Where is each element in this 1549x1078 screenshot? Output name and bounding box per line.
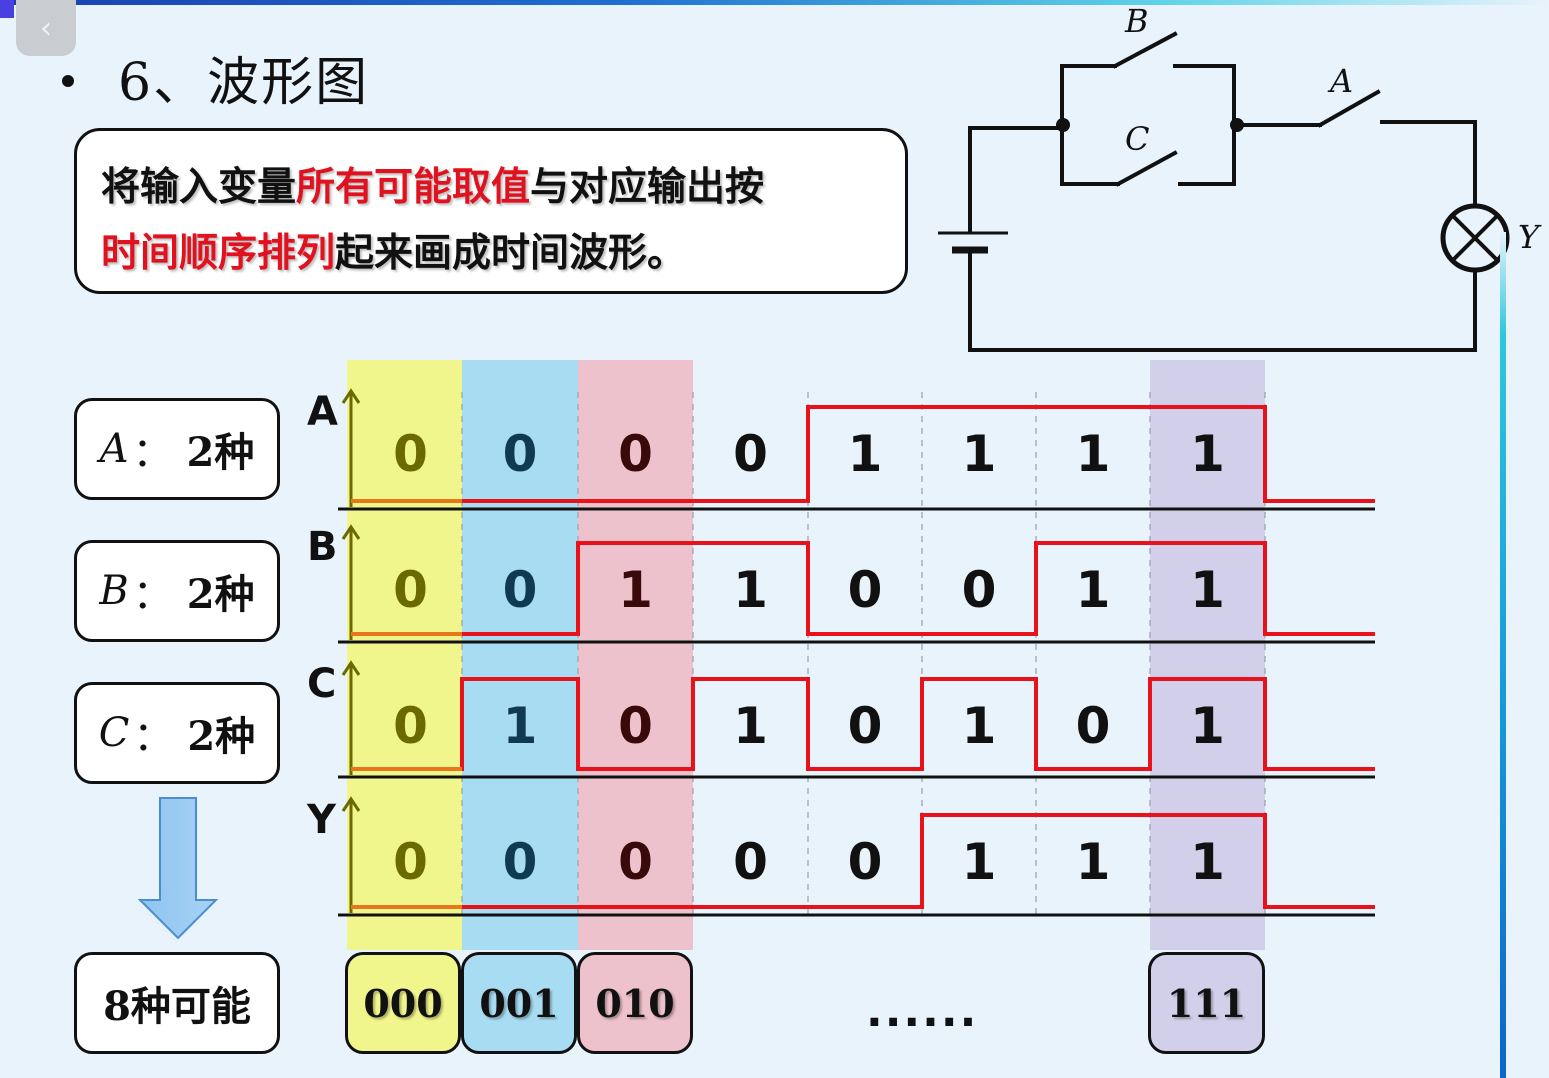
chevron-left-icon: ‹ — [40, 10, 52, 46]
variable-box-a: A： 2种 — [74, 398, 280, 500]
definition-line-2: 时间顺序排列起来画成时间波形。 — [101, 221, 905, 287]
bit-value: 1 — [1190, 697, 1225, 755]
switch-c-lever — [1115, 150, 1178, 187]
switch-c-label: C — [1125, 120, 1149, 158]
code-label: 111 — [1166, 980, 1247, 1026]
bit-value: 0 — [503, 425, 538, 483]
definition-text: 与对应输出按 — [530, 165, 765, 210]
axis-arrow-icon — [341, 660, 361, 676]
variable-sep: ： — [133, 714, 174, 760]
bit-value: 1 — [1076, 561, 1111, 619]
code-box-010: 010 — [577, 952, 693, 1054]
switch-a-label: A — [1327, 62, 1353, 100]
axis-arrow-icon — [341, 388, 361, 404]
bit-value: 1 — [962, 697, 997, 755]
bit-value: 0 — [618, 425, 653, 483]
bit-value: 0 — [848, 697, 883, 755]
switch-a-lever — [1317, 89, 1381, 128]
bit-value: 1 — [962, 833, 997, 891]
switch-b-lever — [1112, 31, 1178, 69]
signal-label-y: Y — [306, 797, 337, 843]
top-corner-accent — [0, 0, 14, 18]
bit-value: 1 — [962, 425, 997, 483]
down-arrow-icon — [138, 797, 218, 940]
highlight-column — [347, 360, 462, 950]
bit-value: 1 — [733, 697, 768, 755]
bit-value: 0 — [393, 833, 428, 891]
waveform-trace-y — [351, 813, 1375, 909]
bit-value: 0 — [848, 833, 883, 891]
code-box-111: 111 — [1148, 952, 1265, 1054]
bit-value: 0 — [393, 697, 428, 755]
bit-value: 0 — [618, 697, 653, 755]
signal-label-b: B — [307, 524, 338, 570]
variable-count: 2种 — [187, 713, 256, 760]
waveform-trace-c — [351, 677, 1375, 771]
circuit-diagram: B C A Y — [938, 2, 1542, 352]
bit-value: 1 — [848, 425, 883, 483]
bit-value: 0 — [848, 561, 883, 619]
waveform-trace-b — [351, 541, 1375, 636]
definition-text: 将输入变量 — [101, 165, 297, 210]
definition-line-1: 将输入变量所有可能取值与对应输出按 — [101, 155, 905, 221]
signal-label-c: C — [307, 661, 336, 707]
junction-dot — [1056, 118, 1070, 132]
code-box-001: 001 — [461, 952, 577, 1054]
variable-count: 2种 — [186, 429, 255, 476]
variable-count: 2种 — [186, 571, 255, 618]
junction-dot — [1230, 118, 1244, 132]
result-text: 8种可能 — [103, 983, 251, 1030]
highlight-column — [578, 360, 693, 950]
axis-arrow-icon — [341, 796, 361, 812]
bit-value: 1 — [503, 697, 538, 755]
bit-value: 0 — [1076, 697, 1111, 755]
bit-value: 0 — [503, 561, 538, 619]
result-box: 8种可能 — [74, 952, 280, 1054]
bit-value: 1 — [733, 561, 768, 619]
waveform-trace-a — [351, 405, 1375, 503]
variable-sep: ： — [132, 430, 173, 476]
bit-value: 0 — [962, 561, 997, 619]
definition-box: 将输入变量所有可能取值与对应输出按 时间顺序排列起来画成时间波形。 — [74, 128, 908, 294]
bit-value: 0 — [618, 833, 653, 891]
top-accent-bar — [0, 0, 1549, 5]
signal-label-a: A — [307, 389, 338, 435]
switch-b-label: B — [1124, 2, 1149, 40]
bit-value: 0 — [733, 833, 768, 891]
bit-value: 0 — [393, 561, 428, 619]
bit-value: 0 — [503, 833, 538, 891]
slide-heading: 6、波形图 — [62, 40, 369, 115]
variable-sep: ： — [132, 572, 173, 618]
bit-value: 1 — [1190, 833, 1225, 891]
variable-box-c: C： 2种 — [74, 682, 280, 784]
bit-value: 1 — [1076, 425, 1111, 483]
highlight-column — [1150, 360, 1265, 950]
code-label: 000 — [363, 980, 443, 1026]
code-label: 010 — [595, 980, 675, 1026]
right-accent-rule — [1500, 232, 1506, 1078]
definition-highlight: 所有可能取值 — [296, 165, 531, 210]
variable-name: A — [99, 426, 129, 472]
back-button[interactable]: ‹ — [16, 0, 76, 56]
lamp-y-label: Y — [1518, 218, 1542, 256]
bit-value: 0 — [733, 425, 768, 483]
code-box-000: 000 — [345, 952, 461, 1054]
bit-value: 1 — [1190, 425, 1225, 483]
ellipsis: ...... — [866, 986, 979, 1037]
page-title: 6、波形图 — [118, 53, 370, 113]
lamp-icon — [1440, 203, 1510, 273]
bullet-icon — [62, 74, 74, 87]
variable-name: C — [98, 710, 130, 756]
bit-value: 0 — [393, 425, 428, 483]
bit-value: 1 — [618, 561, 653, 619]
definition-text: 起来画成时间波形。 — [335, 231, 687, 276]
axis-arrow-icon — [341, 524, 361, 540]
highlight-column — [462, 360, 578, 950]
variable-name: B — [99, 568, 129, 614]
code-label: 001 — [479, 980, 559, 1026]
definition-highlight: 时间顺序排列 — [101, 231, 336, 276]
bit-value: 1 — [1076, 833, 1111, 891]
variable-box-b: B： 2种 — [74, 540, 280, 642]
bit-value: 1 — [1190, 561, 1225, 619]
